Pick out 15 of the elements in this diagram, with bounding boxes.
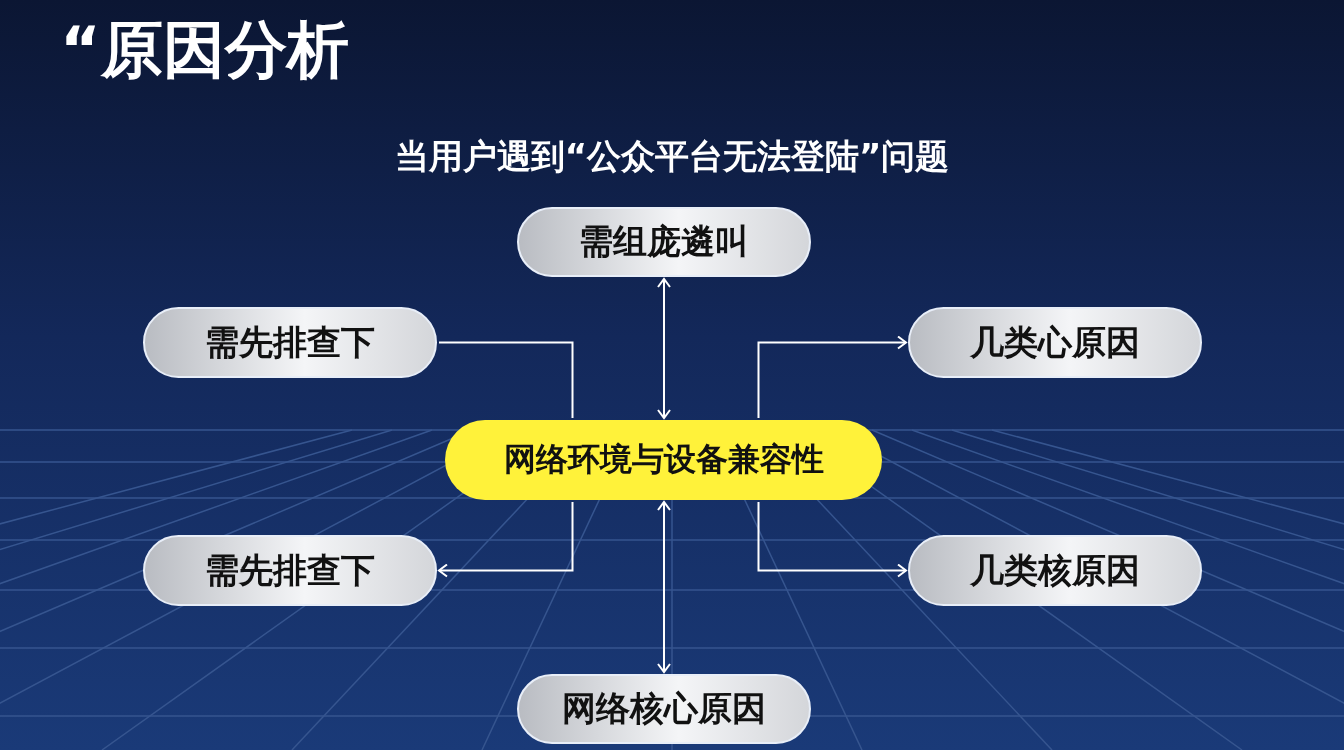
process-box: 需组庞遴叫 bbox=[517, 207, 811, 277]
title: “原因分析 bbox=[60, 12, 349, 88]
process-box: 需先排查下 bbox=[143, 535, 437, 606]
connector-arrow bbox=[757, 501, 907, 578]
connector-arrow bbox=[657, 501, 671, 673]
process-box: 几类心原因 bbox=[908, 307, 1202, 378]
process-box: 需先排查下 bbox=[143, 307, 437, 378]
connector-arrow bbox=[757, 335, 907, 419]
connector-arrow bbox=[657, 278, 671, 419]
process-box: 几类核原因 bbox=[908, 535, 1202, 606]
process-box: 网络核心原因 bbox=[517, 674, 811, 744]
connector-arrow bbox=[438, 501, 574, 578]
connector-line bbox=[438, 341, 574, 419]
subtitle: 当用户遇到“公众平台无法登陆”问题 bbox=[394, 135, 950, 178]
highlight-box: 网络环境与设备兼容性 bbox=[445, 420, 882, 500]
